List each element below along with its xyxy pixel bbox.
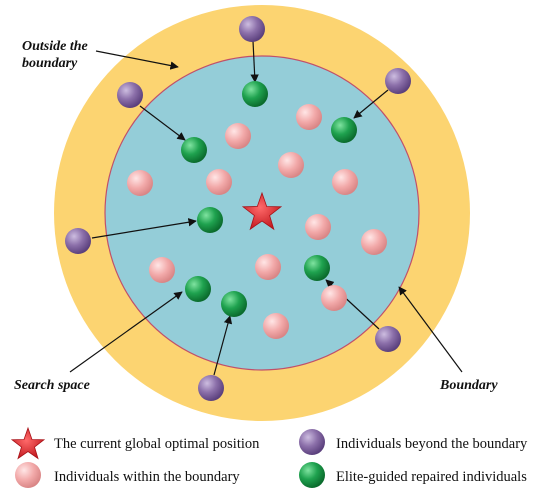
outside-boundary-label-line2: boundary bbox=[22, 56, 78, 71]
purple-sphere-icon bbox=[385, 68, 411, 94]
boundary-label: Boundary bbox=[439, 378, 498, 393]
pink-sphere-icon bbox=[321, 285, 347, 311]
star-icon bbox=[10, 426, 46, 460]
repair-arrow bbox=[139, 105, 186, 141]
pink-sphere-icon bbox=[15, 462, 41, 488]
purple-sphere-icon bbox=[65, 228, 91, 254]
purple-sphere-icon bbox=[299, 429, 325, 455]
legend-star-label: The current global optimal position bbox=[54, 436, 260, 452]
green-sphere-icon bbox=[197, 207, 223, 233]
repair-arrow bbox=[250, 40, 259, 83]
repair-arrow bbox=[213, 315, 233, 376]
legend-within-label: Individuals within the boundary bbox=[54, 469, 240, 485]
outside-label-arrow bbox=[95, 50, 179, 70]
pink-sphere-icon bbox=[332, 169, 358, 195]
pink-sphere-icon bbox=[305, 214, 331, 240]
green-sphere-icon bbox=[185, 276, 211, 302]
green-sphere-icon bbox=[299, 462, 325, 488]
repaired-individuals bbox=[181, 81, 357, 317]
boundary-label-arrow bbox=[398, 286, 463, 373]
pink-sphere-icon bbox=[361, 229, 387, 255]
pink-sphere-icon bbox=[206, 169, 232, 195]
outside-boundary-label: Outside the bbox=[22, 39, 88, 54]
beyond-individuals bbox=[65, 16, 411, 401]
pink-sphere-icon bbox=[255, 254, 281, 280]
green-sphere-icon bbox=[181, 137, 207, 163]
green-sphere-icon bbox=[304, 255, 330, 281]
star-icon bbox=[241, 191, 283, 231]
legend-repaired-label: Elite-guided repaired individuals bbox=[336, 469, 527, 485]
pink-sphere-icon bbox=[149, 257, 175, 283]
green-sphere-icon bbox=[221, 291, 247, 317]
purple-sphere-icon bbox=[198, 375, 224, 401]
repair-arrow bbox=[353, 89, 389, 119]
legend-beyond-label: Individuals beyond the boundary bbox=[336, 436, 528, 452]
purple-sphere-icon bbox=[375, 326, 401, 352]
purple-sphere-icon bbox=[117, 82, 143, 108]
search-space-label-arrow bbox=[69, 291, 183, 373]
label-arrows bbox=[69, 50, 463, 373]
repair-arrow bbox=[91, 218, 197, 239]
pink-sphere-icon bbox=[225, 123, 251, 149]
within-individuals bbox=[127, 104, 387, 339]
purple-sphere-icon bbox=[239, 16, 265, 42]
pink-sphere-icon bbox=[278, 152, 304, 178]
green-sphere-icon bbox=[331, 117, 357, 143]
legend: The current global optimal position Indi… bbox=[10, 426, 528, 488]
pink-sphere-icon bbox=[296, 104, 322, 130]
search-space-label: Search space bbox=[14, 378, 90, 393]
pink-sphere-icon bbox=[263, 313, 289, 339]
repair-arrows bbox=[91, 40, 389, 376]
pink-sphere-icon bbox=[127, 170, 153, 196]
green-sphere-icon bbox=[242, 81, 268, 107]
